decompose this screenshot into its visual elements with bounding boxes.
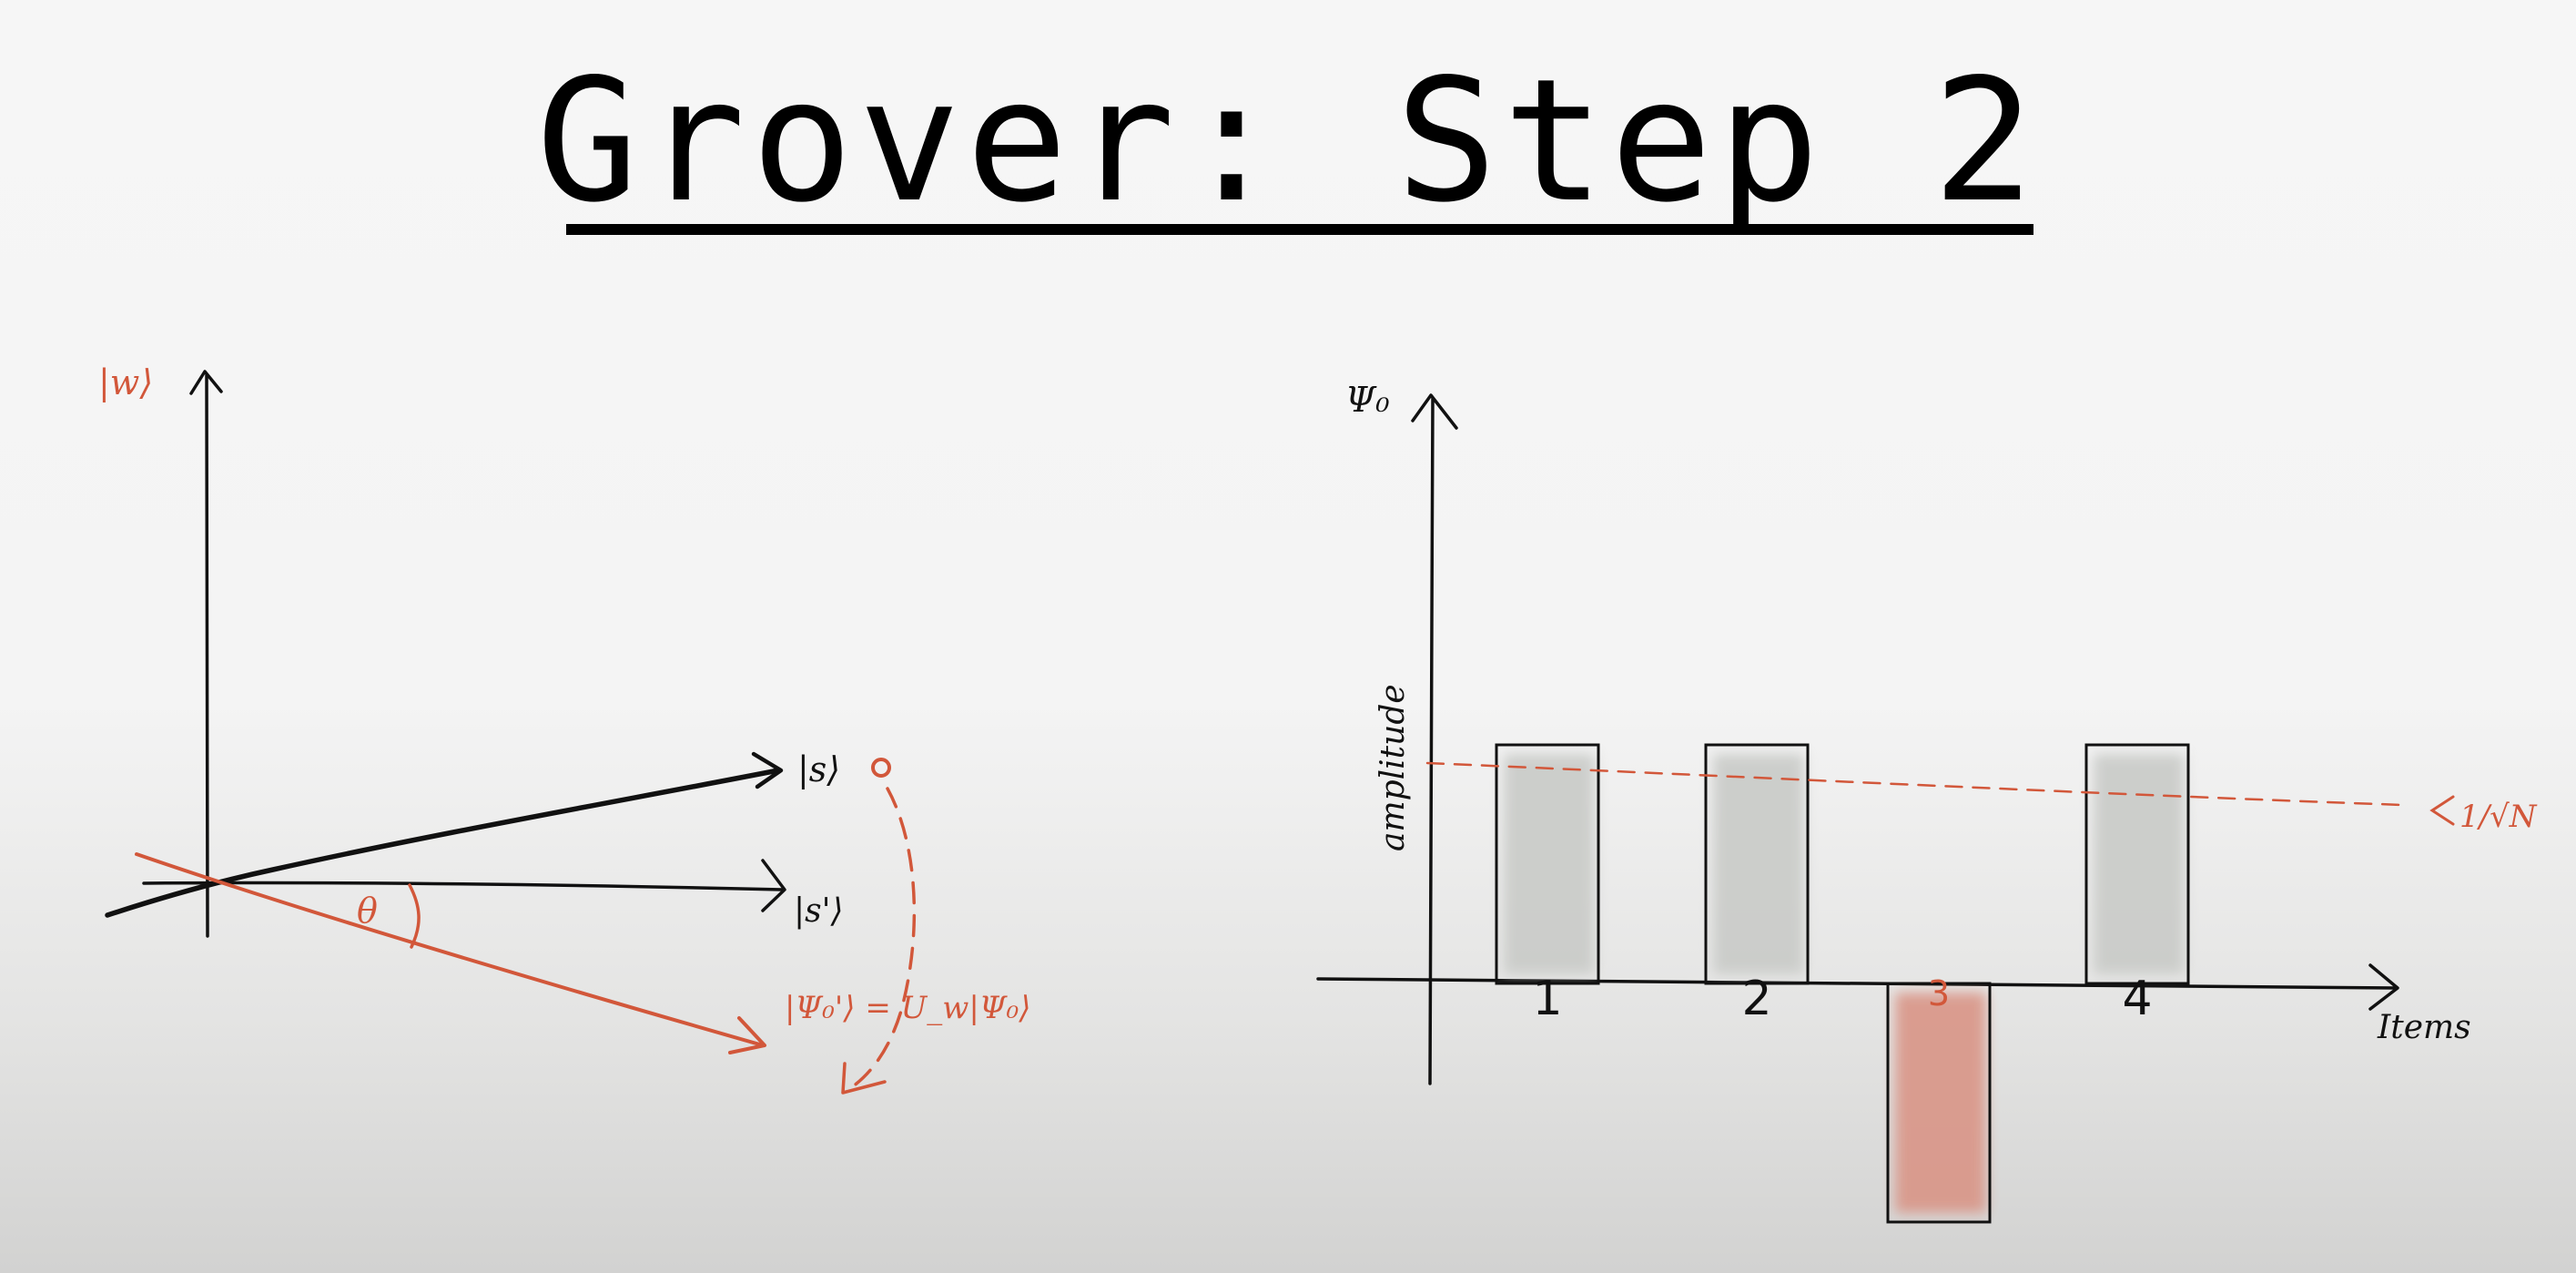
mean-bracket bbox=[2429, 795, 2455, 826]
amplitude-y-label: amplitude bbox=[1374, 684, 1412, 851]
s-perp-label: |s'⟩ bbox=[794, 892, 844, 930]
amplitude-x-arrowhead bbox=[2368, 963, 2399, 1011]
amplitude-bars: 1 2 3 4 bbox=[1495, 743, 2190, 1224]
w-axis-arrowhead bbox=[189, 370, 223, 395]
item-label-4: 4 bbox=[2122, 972, 2152, 1026]
reflection-arc bbox=[845, 787, 917, 1093]
mean-amplitude-line bbox=[1425, 761, 2405, 807]
angle-arc bbox=[408, 883, 421, 949]
amplitude-diagram: Ψ₀ amplitude Items 1 2 3 4 1/√N bbox=[1316, 380, 2538, 1224]
w-axis bbox=[205, 373, 209, 938]
s-vector-arrowhead bbox=[751, 751, 784, 789]
reflection-arc-arrowhead bbox=[841, 1062, 887, 1095]
items-axis-label: Items bbox=[2377, 1009, 2471, 1046]
bar-item-1 bbox=[1495, 743, 1600, 985]
s-perp-arrowhead bbox=[761, 859, 786, 912]
item-label-2: 2 bbox=[1741, 972, 1771, 1026]
vector-diagram: |w⟩ |s'⟩ |s⟩ θ |Ψ₀'⟩ = U_w|Ψ₀⟩ bbox=[98, 362, 1031, 1095]
s-vector bbox=[105, 768, 781, 918]
w-label: |w⟩ bbox=[98, 362, 153, 402]
bar-item-4 bbox=[2084, 743, 2190, 985]
bar-fill-item-3 bbox=[1895, 993, 1986, 1213]
mean-amplitude-label: 1/√N bbox=[2459, 799, 2538, 835]
bar-item-3 bbox=[1886, 982, 1992, 1224]
title-underline bbox=[566, 224, 2033, 235]
amplitude-x-axis bbox=[1316, 977, 2398, 990]
angle-label: θ bbox=[357, 891, 378, 931]
s-perp-axis bbox=[142, 881, 785, 891]
bar-fill-item-4 bbox=[2094, 754, 2185, 974]
psi-zero-label: Ψ₀ bbox=[1345, 380, 1390, 420]
amplitude-y-axis bbox=[1428, 397, 1435, 1085]
item-label-1: 1 bbox=[1532, 972, 1562, 1026]
bar-fill-item-1 bbox=[1504, 754, 1595, 974]
reflected-label: |Ψ₀'⟩ = U_w|Ψ₀⟩ bbox=[785, 990, 1031, 1026]
bar-item-2 bbox=[1704, 743, 1810, 985]
slide-title: Grover: Step 2 bbox=[536, 42, 2040, 239]
reflected-vector bbox=[135, 852, 765, 1047]
initial-state-marker bbox=[871, 758, 891, 778]
amplitude-y-arrowhead bbox=[1411, 393, 1458, 430]
reflected-arrowhead bbox=[728, 1016, 766, 1054]
s-label: |s⟩ bbox=[797, 749, 840, 789]
item-label-3: 3 bbox=[1928, 973, 1950, 1013]
bar-fill-item-2 bbox=[1713, 754, 1804, 974]
